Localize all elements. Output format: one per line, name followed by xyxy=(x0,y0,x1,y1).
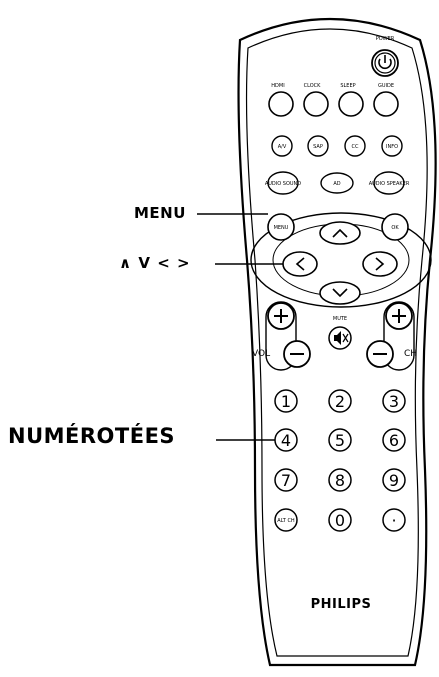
key-8[interactable] xyxy=(328,468,352,492)
plus-icon xyxy=(274,309,288,323)
mute-label: MUTE xyxy=(333,316,347,322)
ad-label: AD xyxy=(333,181,340,187)
audio-speaker-label: AUDIO SPEAKER xyxy=(369,181,410,187)
key-6[interactable] xyxy=(382,428,406,452)
key-8-label: 8 xyxy=(335,471,345,490)
mute-icon xyxy=(334,331,341,345)
key-6-label: 6 xyxy=(389,431,399,450)
av-label: A/V xyxy=(278,144,287,150)
channel-rocker[interactable] xyxy=(366,301,415,371)
cc-label: CC xyxy=(352,144,359,150)
power-icon xyxy=(378,58,392,70)
chevron-left-icon xyxy=(295,257,305,271)
brand-logo: PHILIPS xyxy=(311,597,372,612)
plus-icon xyxy=(392,309,406,323)
key-3[interactable] xyxy=(382,389,406,413)
key-5-label: 5 xyxy=(335,431,345,450)
key-1[interactable] xyxy=(274,389,298,413)
power-label: POWER xyxy=(376,36,395,42)
dot-button[interactable] xyxy=(382,508,406,532)
up-arrow-button[interactable] xyxy=(319,221,361,245)
right-arrow-button[interactable] xyxy=(362,251,398,277)
menu-button-label: MENU xyxy=(274,225,289,231)
key-7[interactable] xyxy=(274,468,298,492)
key-0-label: 0 xyxy=(335,511,345,530)
key-7-label: 7 xyxy=(281,471,291,490)
vol-label: VOL xyxy=(252,349,270,359)
key-0[interactable] xyxy=(328,508,352,532)
key-1-label: 1 xyxy=(281,392,291,411)
mute-button[interactable] xyxy=(328,326,352,350)
audio-sound-button[interactable] xyxy=(267,171,299,195)
cc-button[interactable] xyxy=(344,135,366,157)
ch-label: CH xyxy=(404,349,417,359)
remote-inner-outline xyxy=(245,28,428,657)
key-2-label: 2 xyxy=(335,392,345,411)
key-9-label: 9 xyxy=(389,471,399,490)
chevron-up-icon xyxy=(332,228,348,238)
clock-label: CLOCK xyxy=(304,83,322,89)
key-3-label: 3 xyxy=(389,392,399,411)
down-arrow-button[interactable] xyxy=(319,281,361,305)
key-2[interactable] xyxy=(328,389,352,413)
audio-sound-label: AUDIO SOUND xyxy=(265,181,301,187)
nav-ring xyxy=(250,212,432,308)
volume-rocker[interactable] xyxy=(265,301,311,371)
sleep-button[interactable] xyxy=(338,91,364,117)
ok-button[interactable] xyxy=(381,213,409,241)
chevron-down-icon xyxy=(332,288,348,298)
power-button[interactable] xyxy=(371,49,399,77)
navigation-callout: ∧ V < > xyxy=(119,254,191,272)
key-9[interactable] xyxy=(382,468,406,492)
chevron-right-icon xyxy=(375,257,385,271)
info-button[interactable] xyxy=(381,135,403,157)
clock-button[interactable] xyxy=(303,91,329,117)
ad-button[interactable] xyxy=(320,172,354,194)
sleep-label: SLEEP xyxy=(340,83,355,89)
ok-button-label: OK xyxy=(391,225,399,231)
sap-label: SAP xyxy=(313,144,323,150)
sap-button[interactable] xyxy=(307,135,329,157)
key-5[interactable] xyxy=(328,428,352,452)
alt-ch-label: ALT CH xyxy=(277,518,295,524)
menu-callout: MENU xyxy=(134,204,186,222)
numbered-keys-callout: NUMÉROTÉES xyxy=(8,424,176,448)
left-arrow-button[interactable] xyxy=(282,251,318,277)
menu-button[interactable] xyxy=(267,213,295,241)
guide-label: GUIDE xyxy=(378,83,394,89)
info-label: INFO xyxy=(386,144,398,150)
key-4-label: 4 xyxy=(281,431,291,450)
hdmi-label: HDMI xyxy=(271,83,284,89)
guide-button[interactable] xyxy=(373,91,399,117)
av-button[interactable] xyxy=(271,135,293,157)
audio-speaker-button[interactable] xyxy=(373,171,405,195)
hdmi-button[interactable] xyxy=(268,91,294,117)
dot-label: · xyxy=(391,511,396,530)
alt-ch-button[interactable] xyxy=(274,508,298,532)
